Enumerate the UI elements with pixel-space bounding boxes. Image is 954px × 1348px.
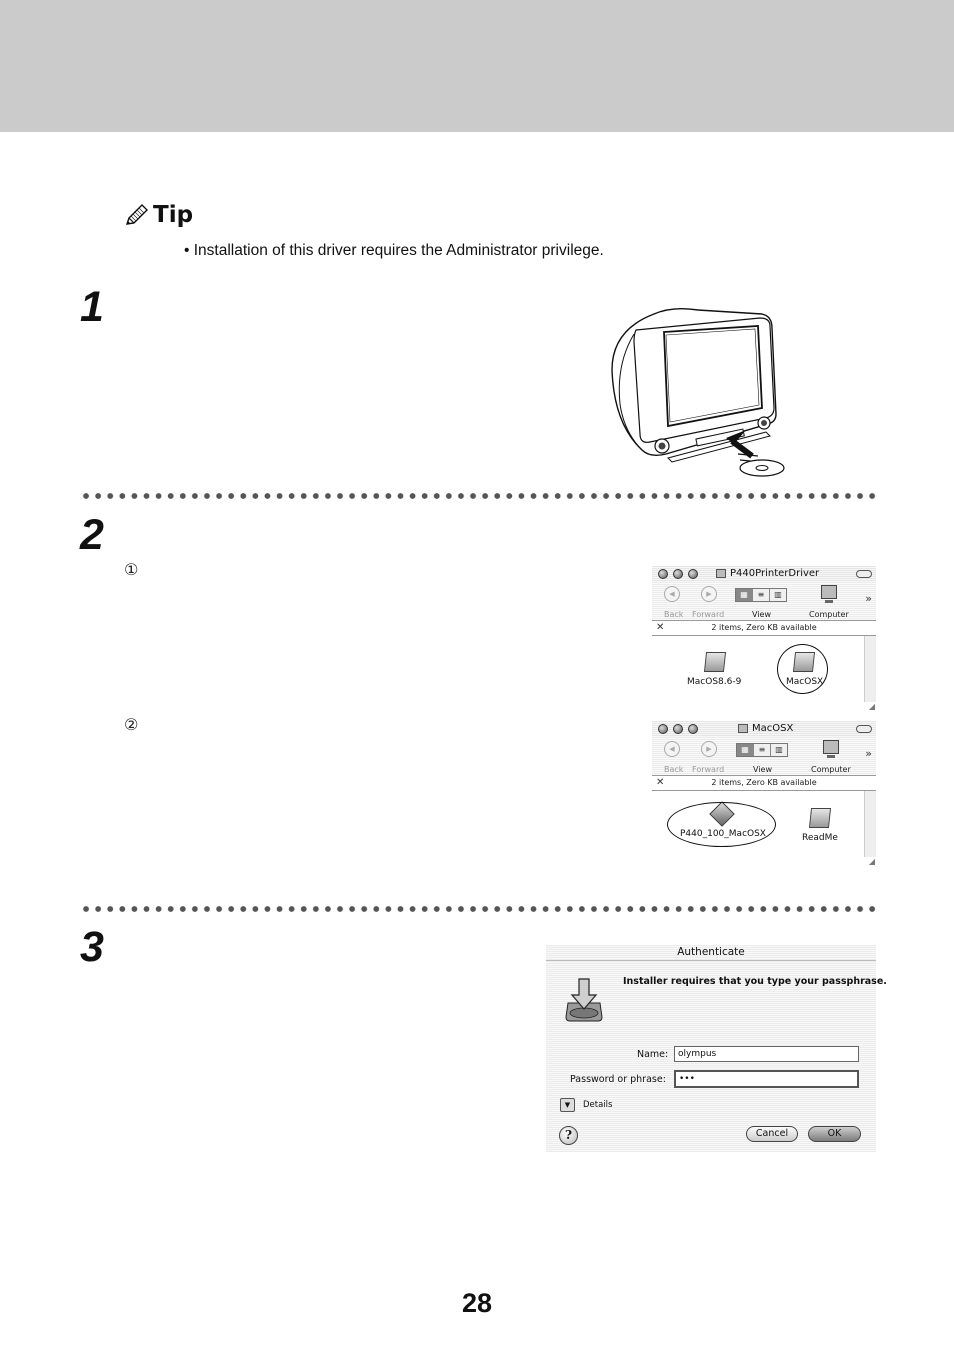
finder-window-driver: P440PrinterDriver ◀ Back ▶ Forward ▦≡ ▥ V…	[652, 566, 876, 712]
toolbar-toggle-button[interactable]	[856, 725, 872, 733]
pencil-icon	[125, 204, 148, 225]
computer-icon[interactable]	[821, 585, 837, 603]
disclosure-triangle-icon[interactable]: ▼	[560, 1098, 575, 1112]
folder-label[interactable]: ReadMe	[802, 833, 838, 843]
folder-icon[interactable]	[703, 652, 727, 672]
finder-toolbar: ◀ Back ▶ Forward ▦≡ ▥ View Computer »	[652, 737, 876, 776]
finder-titlebar: P440PrinterDriver	[652, 566, 876, 582]
minimize-button[interactable]	[673, 569, 683, 579]
resize-grip-icon[interactable]: ◢	[868, 702, 875, 711]
resize-grip-icon[interactable]: ◢	[868, 857, 875, 866]
view-label: View	[753, 765, 772, 774]
view-selector[interactable]: ▦≡ ▥	[735, 588, 787, 602]
back-label: Back	[664, 765, 684, 774]
icon-view-icon[interactable]: ▦	[736, 589, 753, 601]
ok-button[interactable]: OK	[808, 1126, 861, 1142]
folder-icon	[738, 724, 748, 733]
step-2-number: 2	[80, 511, 104, 559]
scrollbar[interactable]	[864, 791, 876, 857]
computer-icon[interactable]	[823, 740, 839, 758]
folder-icon[interactable]	[808, 808, 832, 828]
status-text: 2 items, Zero KB available	[711, 778, 817, 787]
dialog-message: Installer requires that you type your pa…	[623, 976, 887, 987]
name-field[interactable]: olympus	[674, 1046, 859, 1062]
cancel-button[interactable]: Cancel	[746, 1126, 798, 1142]
installer-icon	[565, 978, 603, 1022]
overflow-chevron-icon[interactable]: »	[865, 747, 872, 760]
back-label: Back	[664, 610, 684, 619]
dialog-title: Authenticate	[677, 946, 745, 958]
header-band	[0, 0, 954, 132]
title-divider	[546, 960, 876, 961]
finder-titlebar: MacOSX	[652, 721, 876, 737]
finder-content: MacOS8.6-9 MacOSX	[652, 636, 864, 702]
icon-view-icon[interactable]: ▦	[737, 744, 754, 756]
help-button[interactable]: ?	[559, 1126, 578, 1145]
forward-label: Forward	[692, 765, 725, 774]
status-text: 2 items, Zero KB available	[711, 623, 817, 632]
section-divider	[80, 492, 878, 500]
back-arrow-icon[interactable]: ◀	[664, 741, 680, 757]
step-1-number: 1	[80, 283, 104, 331]
details-label[interactable]: Details	[583, 1100, 613, 1110]
zoom-button[interactable]	[688, 724, 698, 734]
list-view-icon[interactable]: ≡	[753, 589, 770, 601]
name-label: Name:	[637, 1049, 669, 1060]
highlight-circle	[667, 802, 776, 847]
window-title: MacOSX	[752, 723, 794, 734]
password-label: Password or phrase:	[570, 1074, 666, 1085]
close-button[interactable]	[658, 724, 668, 734]
tip-label: Tip	[153, 202, 194, 228]
computer-label: Computer	[811, 765, 851, 774]
forward-arrow-icon[interactable]: ▶	[701, 741, 717, 757]
no-write-icon: ✕	[656, 622, 665, 633]
view-selector[interactable]: ▦≡ ▥	[736, 743, 788, 757]
toolbar-toggle-button[interactable]	[856, 570, 872, 578]
window-title: P440PrinterDriver	[730, 568, 820, 579]
finder-content: P440_100_MacOSX ReadMe	[652, 791, 864, 857]
finder-window-macosx: MacOSX ◀ Back ▶ Forward ▦≡ ▥ View Compute…	[652, 721, 876, 867]
zoom-button[interactable]	[688, 569, 698, 579]
page-number: 28	[461, 1288, 493, 1318]
step-3-number: 3	[80, 923, 104, 971]
list-view-icon[interactable]: ≡	[754, 744, 771, 756]
view-label: View	[752, 610, 771, 619]
minimize-button[interactable]	[673, 724, 683, 734]
imac-cd-illustration	[611, 307, 785, 477]
column-view-icon[interactable]: ▥	[774, 590, 782, 599]
substep-2-marker: ②	[124, 715, 139, 734]
scrollbar[interactable]	[864, 636, 876, 702]
status-bar: ✕ 2 items, Zero KB available	[652, 776, 876, 791]
column-view-icon[interactable]: ▥	[775, 745, 783, 754]
tip-heading: Tip	[124, 202, 193, 228]
authenticate-dialog: Authenticate Installer requires that you…	[546, 945, 887, 1152]
password-field[interactable]: •••	[674, 1070, 859, 1088]
folder-label[interactable]: MacOS8.6-9	[687, 677, 742, 687]
tip-bullet-text: • Installation of this driver requires t…	[184, 242, 604, 259]
computer-label: Computer	[809, 610, 849, 619]
no-write-icon: ✕	[656, 777, 665, 788]
folder-icon	[716, 569, 726, 578]
forward-label: Forward	[692, 610, 725, 619]
back-arrow-icon[interactable]: ◀	[664, 586, 680, 602]
status-bar: ✕ 2 items, Zero KB available	[652, 621, 876, 636]
finder-toolbar: ◀ Back ▶ Forward ▦≡ ▥ View Computer »	[652, 582, 876, 621]
substep-1-marker: ①	[124, 560, 139, 579]
highlight-circle	[777, 644, 828, 694]
section-divider	[80, 905, 878, 913]
close-button[interactable]	[658, 569, 668, 579]
forward-arrow-icon[interactable]: ▶	[701, 586, 717, 602]
overflow-chevron-icon[interactable]: »	[865, 592, 872, 605]
